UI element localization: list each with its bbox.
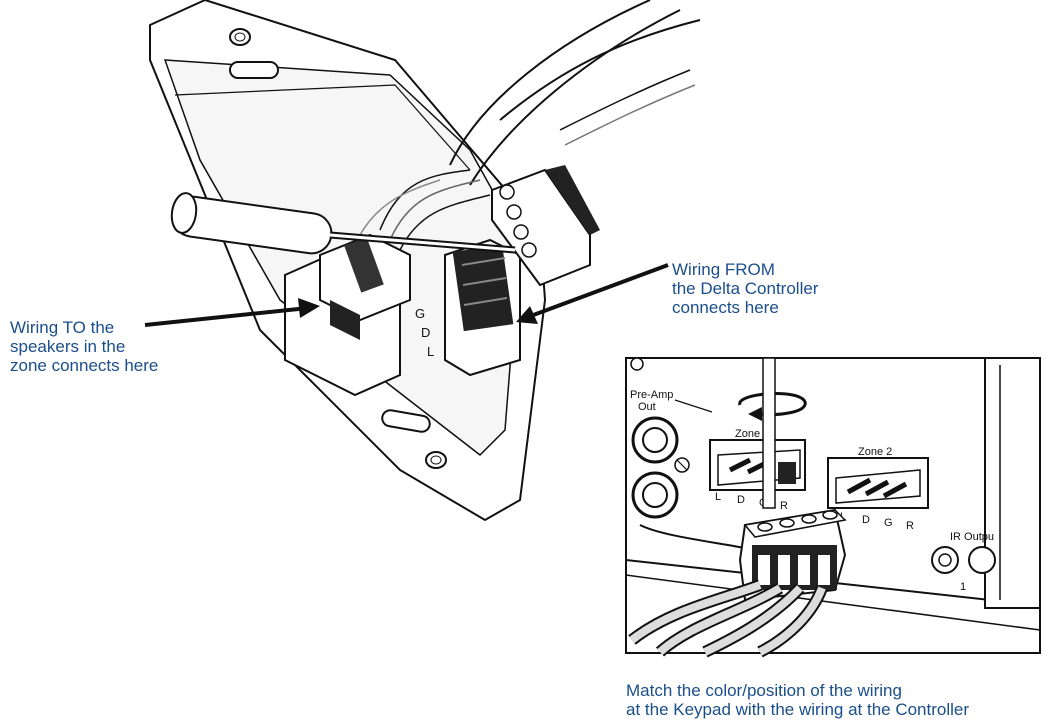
- callout-to-speakers: Wiring TO the speakers in the zone conne…: [10, 318, 158, 375]
- callout-match-wiring: Match the color/position of the wiring a…: [626, 681, 969, 719]
- controller-panel-inset: Pre-Amp Out Zone 1 L D G R Zone 2 L D G …: [625, 357, 1041, 658]
- callout-to-speakers-line2: speakers in the: [10, 337, 126, 356]
- zone2-terminal-g: G: [884, 517, 893, 529]
- arrow-to-speaker-connector: [144, 306, 309, 327]
- mounting-slot-top: [229, 61, 279, 79]
- callout-from-controller-line1: Wiring FROM: [672, 260, 775, 279]
- zone1-terminal-l: L: [715, 491, 721, 503]
- terminal-label-d: D: [421, 325, 430, 340]
- terminal-label-g: G: [415, 306, 425, 321]
- zone2-label: Zone 2: [858, 446, 892, 458]
- mounting-hole-top: [229, 28, 251, 46]
- controller-connector: [444, 238, 521, 377]
- speaker-connector: [284, 233, 411, 397]
- callout-to-speakers-line1: Wiring TO the: [10, 318, 115, 337]
- preamp-label-line2: Out: [638, 401, 656, 413]
- plug-terminal-block: [491, 165, 600, 287]
- zone1-terminal-d: D: [737, 494, 745, 506]
- rotation-arrow-icon: [738, 392, 807, 416]
- keypad-illustration: G D L: [144, 0, 701, 522]
- preamp-label-line1: Pre-Amp: [630, 389, 673, 401]
- screwdriver-icon: [170, 192, 516, 255]
- zone2-terminal-d: D: [862, 514, 870, 526]
- zone2-terminal-r: R: [906, 520, 914, 532]
- callout-from-controller-line2: the Delta Controller: [672, 279, 819, 298]
- ir-output-label: IR Outpu: [950, 531, 994, 543]
- mounting-hole-bottom: [425, 451, 447, 469]
- inset-cables: [628, 579, 828, 658]
- callout-to-speakers-line3: zone connects here: [10, 356, 159, 375]
- terminal-label-l: L: [427, 344, 434, 359]
- inset-plug-terminal: [738, 508, 847, 602]
- callout-from-controller: Wiring FROM the Delta Controller connect…: [672, 260, 818, 317]
- callout-match-wiring-line2: at the Keypad with the wiring at the Con…: [626, 700, 970, 719]
- callout-from-controller-line3: connects here: [672, 298, 779, 317]
- zone1-terminal-r: R: [780, 500, 788, 512]
- arrow-to-controller-connector: [527, 263, 669, 319]
- ir-output-number: 1: [960, 581, 966, 593]
- screwdriver-shaft: [762, 357, 776, 509]
- mounting-slot-bottom: [381, 409, 431, 433]
- callout-match-wiring-line1: Match the color/position of the wiring: [626, 681, 902, 700]
- zone1-label: Zone 1: [735, 428, 769, 440]
- zone2-terminal-l: L: [840, 511, 846, 523]
